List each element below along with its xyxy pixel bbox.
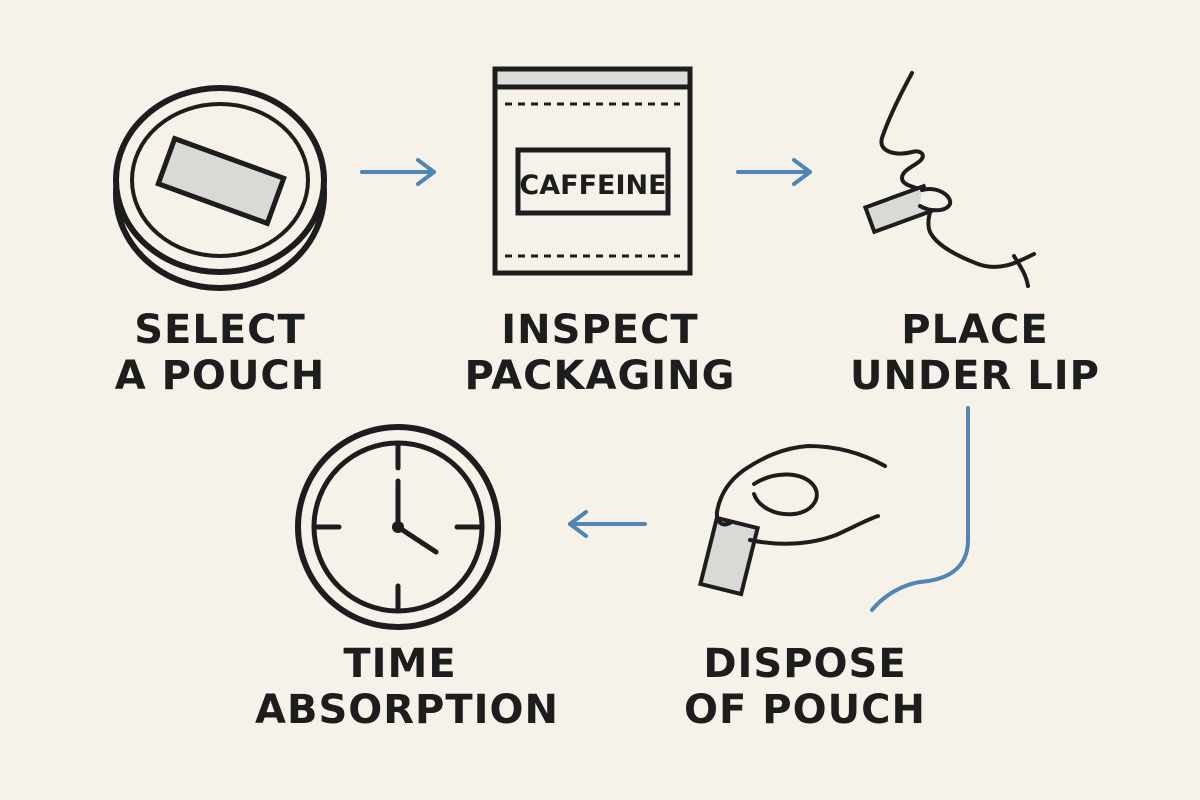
step-label-time-absorption: TIME ABSORPTION xyxy=(255,641,560,733)
step-label-line: A POUCH xyxy=(114,353,326,399)
arrow-right-icon xyxy=(736,158,812,186)
step-label-dispose-pouch: DISPOSE OF POUCH xyxy=(680,641,930,733)
step-label-place-under-lip: PLACE UNDER LIP xyxy=(845,307,1105,399)
step-label-line: INSPECT xyxy=(501,307,699,353)
step-label-line: PLACE xyxy=(901,307,1049,353)
face-profile-icon xyxy=(879,71,1036,288)
pouch-tin-icon xyxy=(113,85,327,291)
pouch-icon xyxy=(862,183,953,235)
connector-curve xyxy=(870,406,970,612)
clock-icon xyxy=(295,424,501,630)
step-label-line: UNDER LIP xyxy=(850,353,1100,399)
package-icon: CAFFEINE xyxy=(492,66,693,276)
arrow-left-icon xyxy=(568,510,647,538)
step-label-select-pouch: SELECT A POUCH xyxy=(95,307,345,399)
step-label-line: OF POUCH xyxy=(684,687,926,733)
step-label-line: TIME xyxy=(343,641,457,687)
step-label-line: PACKAGING xyxy=(464,353,736,399)
arrow-right-icon xyxy=(360,158,436,186)
step-label-line: ABSORPTION xyxy=(255,687,560,733)
pouch-icon xyxy=(155,135,287,227)
step-label-inspect-packaging: INSPECT PACKAGING xyxy=(455,307,745,399)
pouch-icon xyxy=(697,515,761,597)
package-label: CAFFEINE xyxy=(519,170,666,201)
step-label-line: SELECT xyxy=(134,307,306,353)
step-label-line: DISPOSE xyxy=(703,641,907,687)
hand-pouch-icon xyxy=(697,444,887,597)
